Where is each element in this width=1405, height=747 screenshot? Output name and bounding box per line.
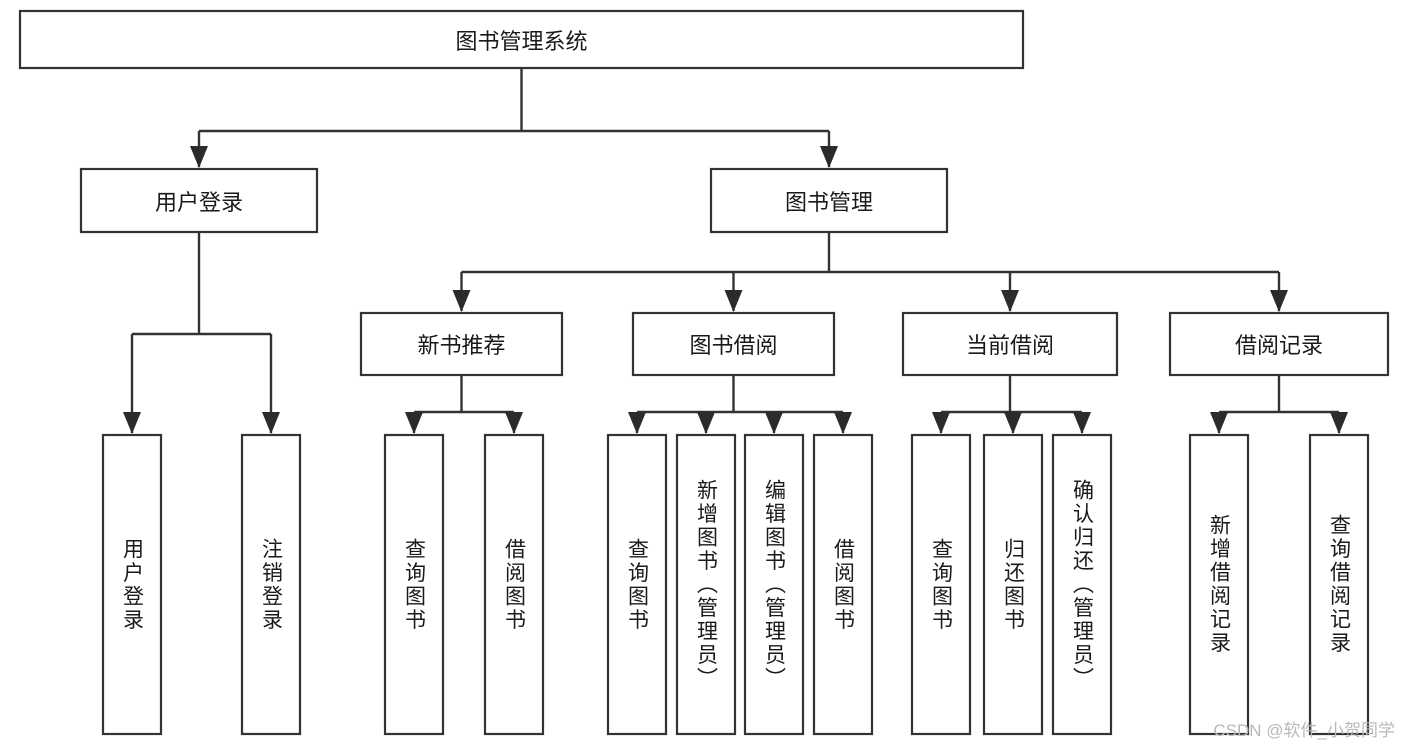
level2-node-box[interactable] — [709, 167, 949, 234]
arrow-head-icon — [820, 146, 838, 168]
level3-node-box[interactable] — [1168, 311, 1390, 377]
arrow-head-icon — [123, 412, 141, 434]
leaf-node-box[interactable] — [675, 433, 737, 736]
arrow-head-icon — [628, 412, 646, 434]
leaf-node-box[interactable] — [240, 433, 302, 736]
arrow-head-icon — [190, 146, 208, 168]
arrow-head-icon — [505, 412, 523, 434]
leaf-node-box[interactable] — [1188, 433, 1250, 736]
arrow-head-icon — [1004, 412, 1022, 434]
level3-node-box[interactable] — [359, 311, 564, 377]
leaf-node-box[interactable] — [101, 433, 163, 736]
arrow-head-icon — [724, 290, 743, 312]
level3-node-box[interactable] — [901, 311, 1119, 377]
arrow-head-icon — [1210, 412, 1228, 434]
arrow-head-icon — [405, 412, 423, 434]
leaf-node-box[interactable] — [1308, 433, 1370, 736]
level2-node-box[interactable] — [79, 167, 319, 234]
root-node-box[interactable] — [18, 9, 1025, 70]
arrow-head-icon — [834, 412, 852, 434]
connectors-layer — [123, 68, 1348, 434]
arrow-head-icon — [262, 412, 280, 434]
leaf-node-box[interactable] — [812, 433, 874, 736]
arrow-head-icon — [1270, 290, 1288, 312]
arrow-head-icon — [765, 412, 783, 434]
leaf-node-box[interactable] — [383, 433, 445, 736]
arrow-head-icon — [697, 412, 715, 434]
arrow-head-icon — [1330, 412, 1348, 434]
arrow-head-icon — [932, 412, 950, 434]
leaf-node-box[interactable] — [483, 433, 545, 736]
watermark-text: CSDN @软件_小贺同学 — [1213, 721, 1395, 740]
arrow-head-icon — [1073, 412, 1091, 434]
arrow-head-icon — [1001, 290, 1019, 312]
leaf-node-box[interactable] — [1051, 433, 1113, 736]
leaf-node-box[interactable] — [743, 433, 805, 736]
arrow-head-icon — [452, 290, 471, 312]
leaf-node-box[interactable] — [910, 433, 972, 736]
leaf-node-box[interactable] — [982, 433, 1044, 736]
level3-node-box[interactable] — [631, 311, 836, 377]
leaf-node-box[interactable] — [606, 433, 668, 736]
boxes-layer — [18, 9, 1390, 736]
